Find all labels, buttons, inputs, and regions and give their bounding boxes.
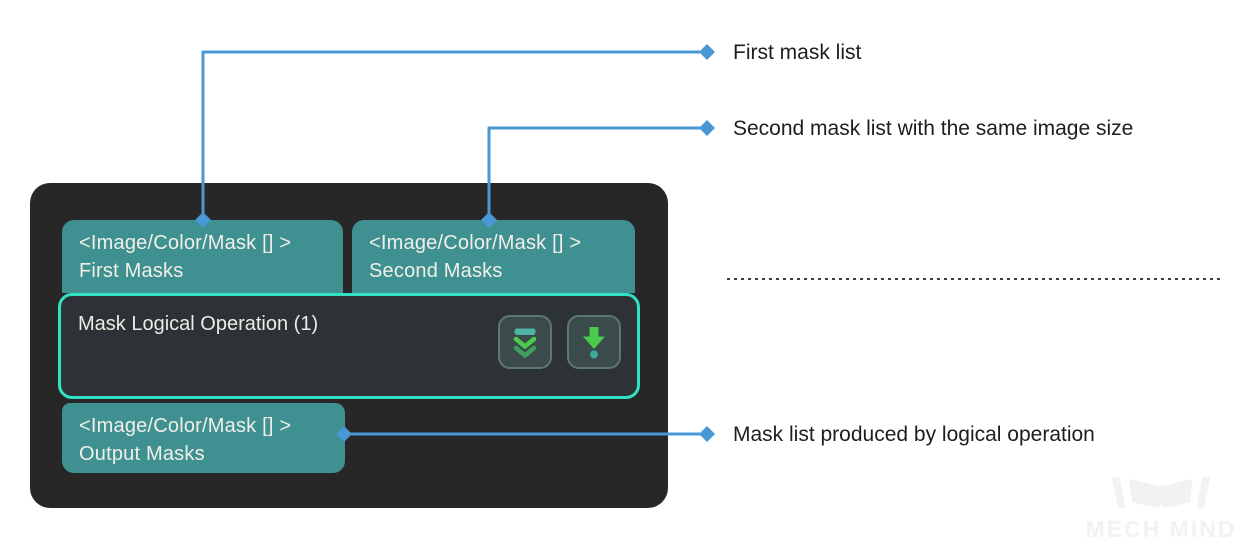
down-arrow-dot-icon <box>575 323 613 361</box>
input-port-second-masks[interactable]: <Image/Color/Mask [] > Second Masks <box>352 220 635 293</box>
port-type-label: <Image/Color/Mask [] > <box>369 232 582 254</box>
annotation-first-mask-list: First mask list <box>733 41 862 64</box>
run-step-button[interactable] <box>567 315 621 369</box>
port-type-label: <Image/Color/Mask [] > <box>79 415 292 437</box>
annotation-second-mask-list: Second mask list with the same image siz… <box>733 117 1134 140</box>
annotation-output-mask-list: Mask list produced by logical operation <box>733 423 1095 446</box>
step-node-body[interactable]: Mask Logical Operation (1) <box>58 293 640 399</box>
port-name-label: Output Masks <box>79 443 205 465</box>
output-port-output-masks[interactable]: <Image/Color/Mask [] > Output Masks <box>62 403 345 473</box>
input-port-first-masks[interactable]: <Image/Color/Mask [] > First Masks <box>62 220 343 293</box>
watermark-text: MECH MIND <box>1085 516 1237 539</box>
expand-ports-button[interactable] <box>498 315 552 369</box>
callout-diamond-output-text <box>699 426 715 442</box>
port-name-label: First Masks <box>79 260 184 282</box>
mech-mind-logo <box>1111 477 1211 509</box>
port-type-label: <Image/Color/Mask [] > <box>79 232 292 254</box>
callout-diamond-first-text <box>699 44 715 60</box>
port-name-label: Second Masks <box>369 260 503 282</box>
watermark: MECH MIND <box>1085 476 1237 539</box>
step-title: Mask Logical Operation (1) <box>78 313 319 335</box>
callout-diamond-second-text <box>699 120 715 136</box>
double-chevron-down-icon <box>506 323 544 361</box>
